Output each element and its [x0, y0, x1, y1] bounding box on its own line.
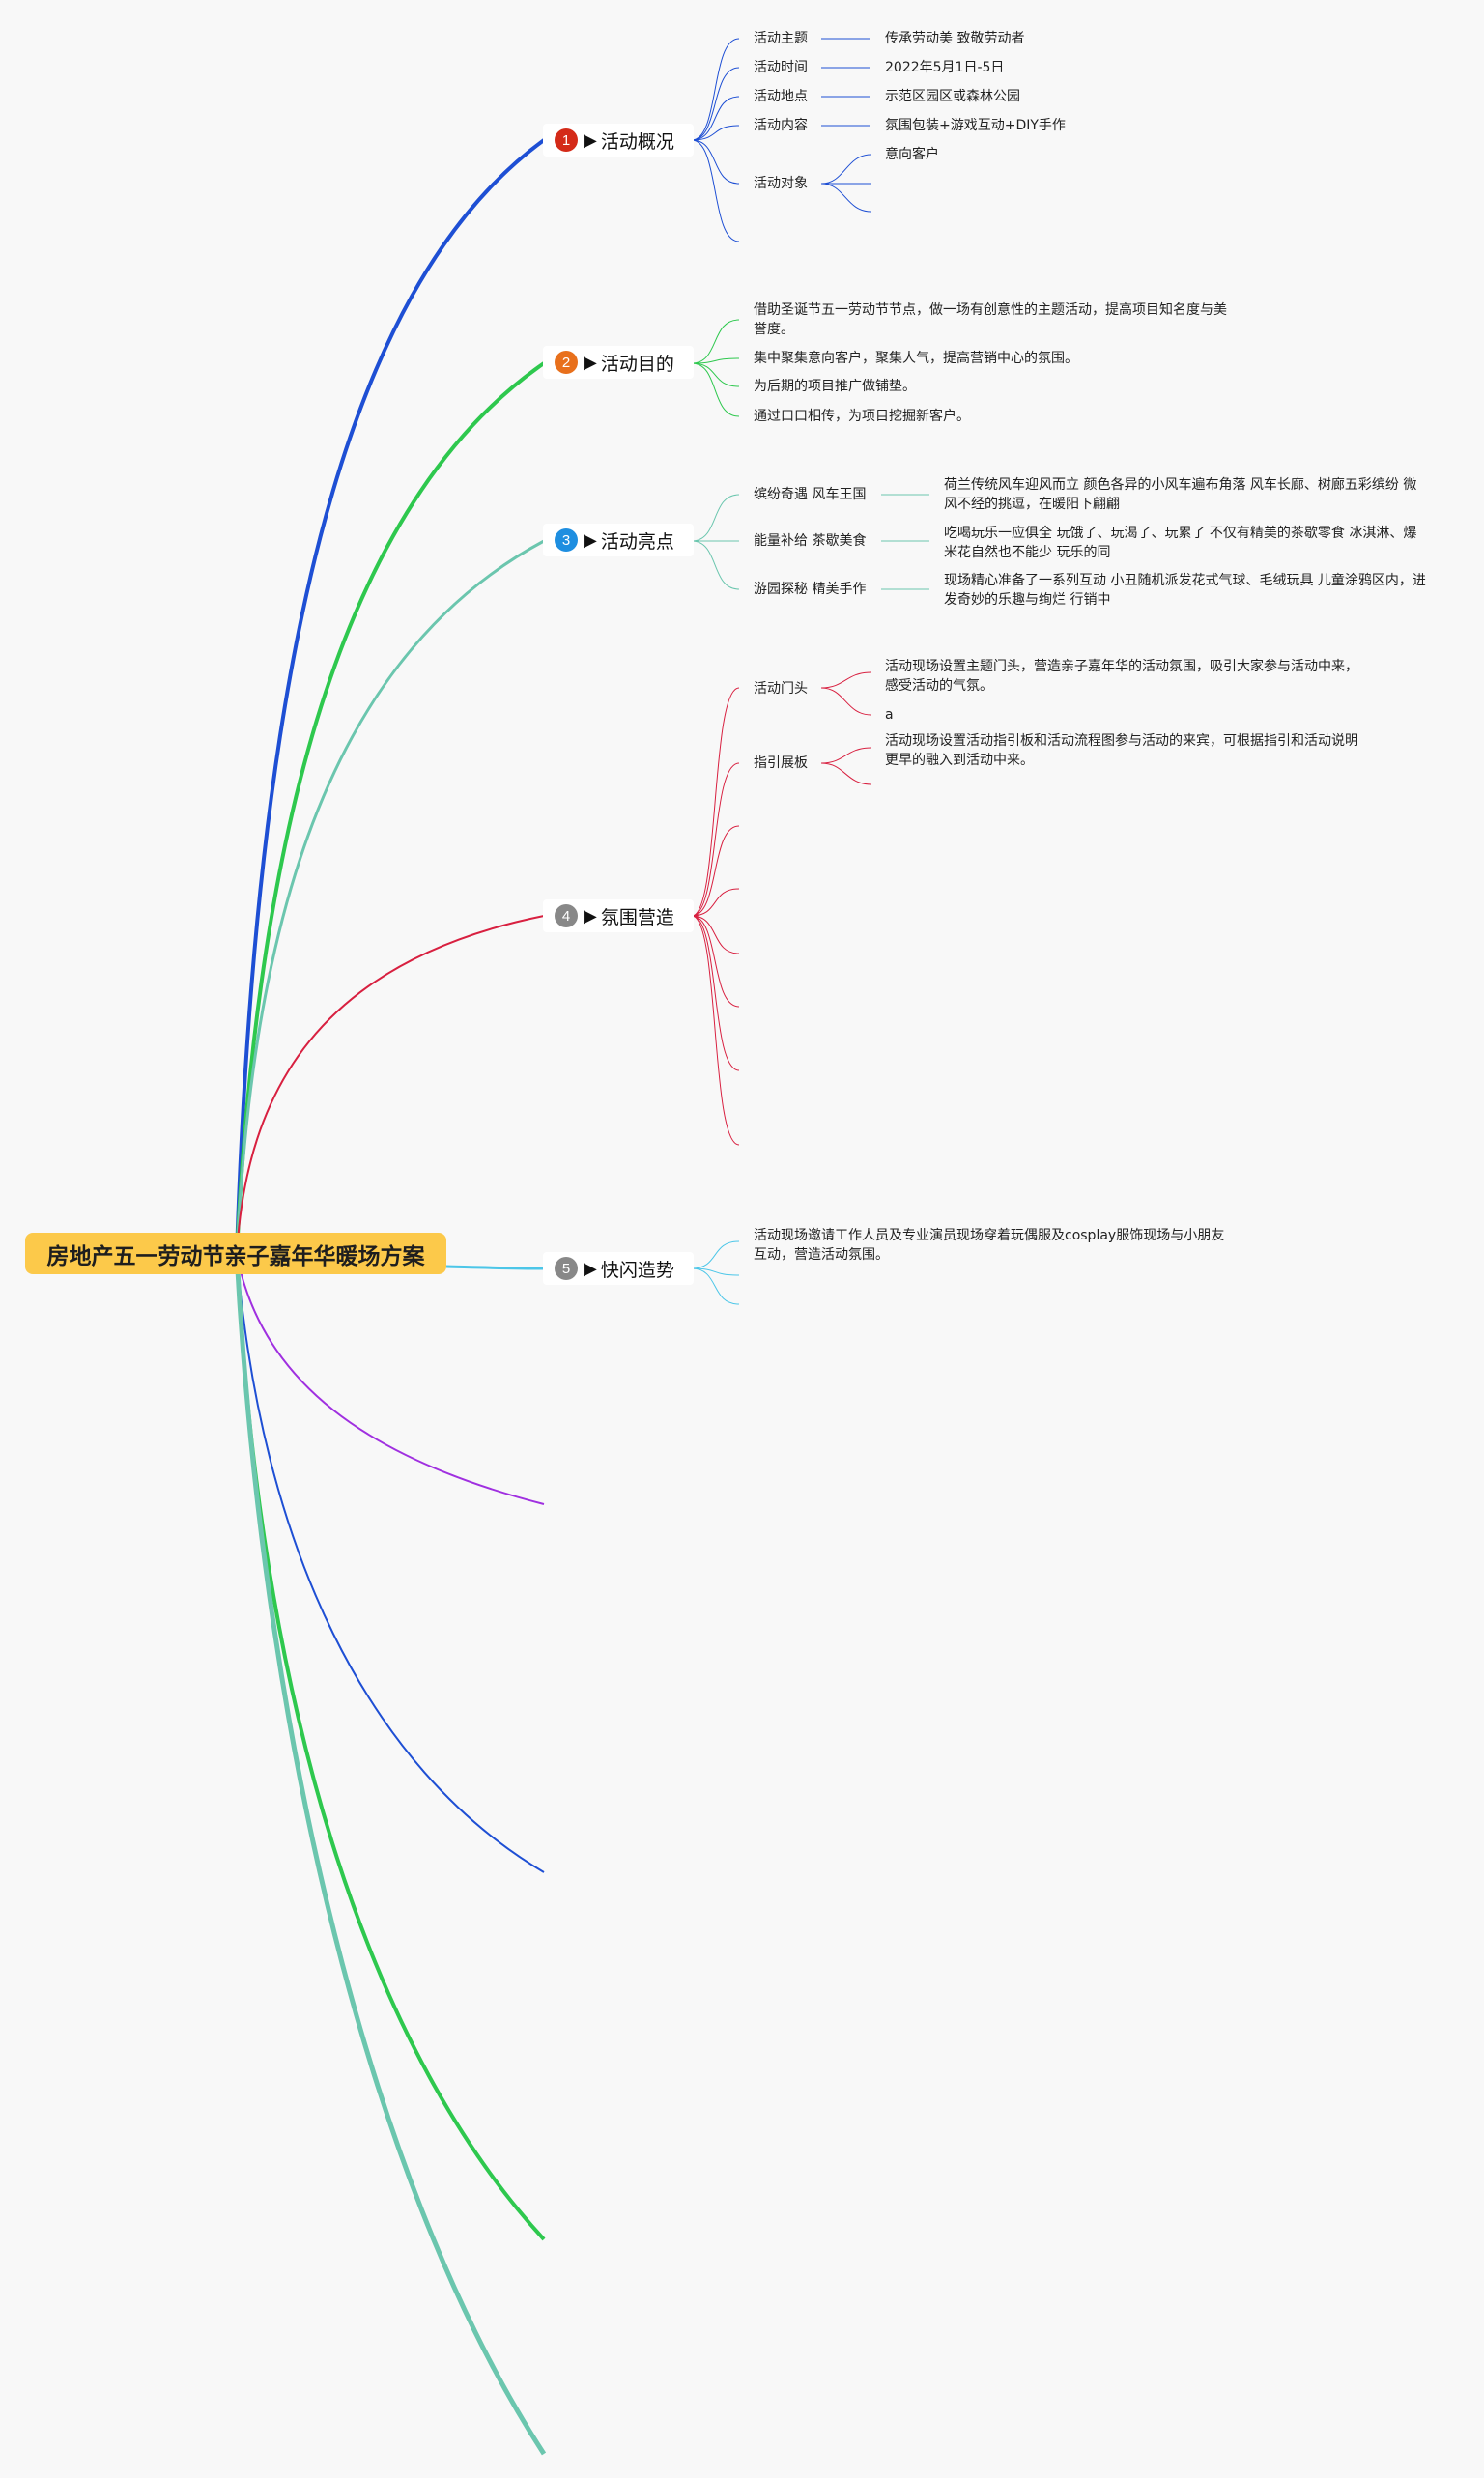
- leaf-purpose-3[interactable]: 为后期的项目推广做铺垫。: [754, 379, 916, 394]
- leaf-theme-label[interactable]: 活动主题: [754, 31, 808, 46]
- leaf-guide-label[interactable]: 指引展板: [754, 755, 808, 771]
- connector-branch-5: [445, 1265, 545, 1270]
- leaf-purpose-2[interactable]: 集中聚集意向客户，聚集人气，提高营销中心的氛围。: [754, 351, 1078, 366]
- branch-activity-highlights[interactable]: 3 ▶ 活动亮点: [543, 524, 694, 556]
- connector-group-3: [691, 494, 929, 590]
- connector-group-4: [691, 671, 872, 1146]
- branch-activity-purpose[interactable]: 2 ▶ 活动目的: [543, 346, 694, 379]
- root-title: 房地产五一劳动节亲子嘉年华暖场方案: [46, 1243, 425, 1269]
- leaf-place-label[interactable]: 活动地点: [754, 89, 808, 104]
- arrow-icon: ▶: [584, 352, 597, 373]
- root-topic[interactable]: 房地产五一劳动节亲子嘉年华暖场方案: [25, 1233, 446, 1274]
- number-badge: 1: [555, 128, 578, 152]
- number-badge: 3: [555, 528, 578, 552]
- branch-title: 活动概况: [600, 130, 674, 153]
- connector-branch-3: [235, 539, 545, 1255]
- leaf-time-label[interactable]: 活动时间: [754, 60, 808, 75]
- connector-branch-1: [235, 138, 546, 1255]
- leaf-guide-value[interactable]: 活动现场设置活动指引板和活动流程图参与活动的来宾，可根据指引和活动说明更早的融入…: [885, 733, 1358, 768]
- leaf-flash-mob[interactable]: 活动现场邀请工作人员及专业演员现场穿着玩偶服及cosplay服饰现场与小朋友互动…: [754, 1228, 1225, 1263]
- branch-title: 氛围营造: [600, 906, 674, 928]
- number-badge: 4: [555, 904, 578, 927]
- connector-group-5: [691, 1240, 740, 1305]
- leaf-highlight-1-label[interactable]: 缤纷奇遇 风车王国: [754, 487, 867, 502]
- connector-branch-8: [235, 1253, 546, 2241]
- leaf-theme-value[interactable]: 传承劳动美 致敬劳动者: [885, 31, 1025, 46]
- leaf-highlight-2-value[interactable]: 吃喝玩乐一应俱全 玩饿了、玩渴了、玩累了 不仅有精美的茶歇零食 冰淇淋、爆米花自…: [944, 526, 1417, 560]
- connector-group-1: [691, 38, 872, 242]
- connector-branch-2: [235, 361, 546, 1255]
- connector-branch-7: [236, 1253, 545, 1873]
- connector-branch-6: [236, 1253, 545, 1505]
- arrow-icon: ▶: [584, 529, 597, 551]
- number-badge: 2: [555, 351, 578, 374]
- number-badge: 5: [555, 1257, 578, 1280]
- leaf-target-value[interactable]: 意向客户: [885, 147, 939, 162]
- leaf-purpose-1[interactable]: 借助圣诞节五一劳动节节点，做一场有创意性的主题活动，提高项目知名度与美誉度。: [754, 302, 1227, 337]
- connector-group-2: [691, 319, 740, 417]
- branch-atmosphere[interactable]: 4 ▶ 氛围营造: [543, 899, 694, 932]
- branch-activity-overview[interactable]: 1 ▶ 活动概况: [543, 124, 694, 157]
- leaf-purpose-4[interactable]: 通过口口相传，为项目挖掘新客户。: [754, 409, 970, 424]
- branch-title: 活动亮点: [600, 530, 674, 553]
- branch-title: 活动目的: [600, 353, 674, 375]
- branch-title: 快闪造势: [600, 1259, 674, 1281]
- arrow-icon: ▶: [584, 129, 597, 151]
- leaf-highlight-2-label[interactable]: 能量补给 茶歇美食: [754, 533, 867, 549]
- branch-flash-mob[interactable]: 5 ▶ 快闪造势: [543, 1252, 694, 1285]
- leaf-place-value[interactable]: 示范区园区或森林公园: [885, 89, 1020, 104]
- leaf-door-extra[interactable]: a: [885, 707, 894, 723]
- arrow-icon: ▶: [584, 1258, 597, 1279]
- connector-branch-4: [236, 915, 545, 1255]
- leaf-highlight-3-label[interactable]: 游园探秘 精美手作: [754, 582, 867, 597]
- leaf-time-value[interactable]: 2022年5月1日-5日: [885, 60, 1005, 75]
- leaf-content-value[interactable]: 氛围包装+游戏互动+DIY手作: [885, 118, 1066, 133]
- leaf-door-label[interactable]: 活动门头: [754, 681, 808, 697]
- leaf-door-value[interactable]: 活动现场设置主题门头，营造亲子嘉年华的活动氛围，吸引大家参与活动中来，感受活动的…: [885, 659, 1358, 694]
- leaf-target-label[interactable]: 活动对象: [754, 176, 808, 191]
- connector-branch-9: [234, 1253, 547, 2456]
- leaf-highlight-1-value[interactable]: 荷兰传统风车迎风而立 颜色各异的小风车遍布角落 风车长廊、树廊五彩缤纷 微风不经…: [944, 477, 1417, 512]
- leaf-content-label[interactable]: 活动内容: [754, 118, 808, 133]
- leaf-highlight-3-value[interactable]: 现场精心准备了一系列互动 小丑随机派发花式气球、毛绒玩具 儿童涂鸦区内，进发奇妙…: [944, 573, 1426, 608]
- arrow-icon: ▶: [584, 905, 597, 926]
